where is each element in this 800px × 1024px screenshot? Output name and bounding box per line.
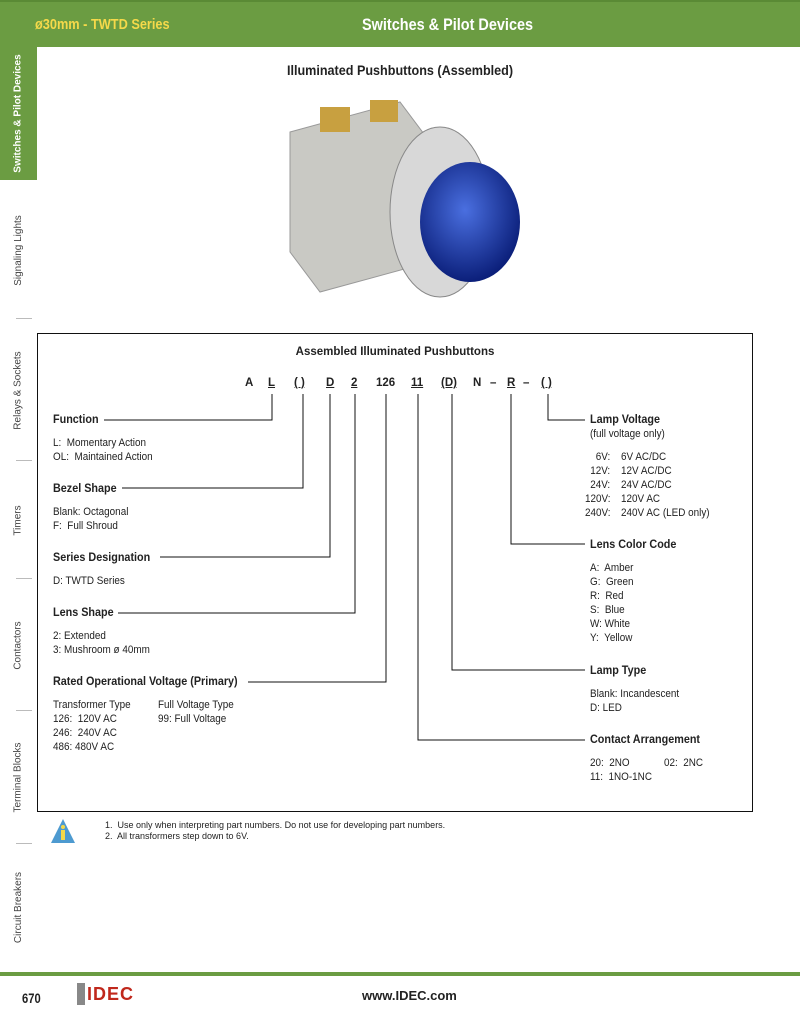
section-title: Switches & Pilot Devices [362, 15, 534, 34]
series-options: D: TWTD Series [53, 575, 125, 587]
footnotes: 1. Use only when interpreting part numbe… [105, 820, 446, 841]
page-title: Illuminated Pushbuttons (Assembled) [286, 62, 514, 78]
divider [16, 318, 32, 319]
code-lens-shape: 2 [351, 377, 358, 389]
contact-options-2: 02: 2NC [664, 757, 704, 769]
logo-text: IDEC [87, 983, 135, 1004]
contact-options-1: 20: 2NO 11: 1NO-1NC [590, 757, 652, 783]
page-number: 670 [22, 990, 41, 1006]
code-n: N [473, 377, 482, 389]
code-a: A [245, 377, 254, 389]
voltage-transformer: Transformer Type 126: 120V AC 246: 240V … [53, 699, 131, 753]
part-number-diagram [37, 333, 753, 812]
lamp-voltage-label: Lamp Voltage [590, 412, 661, 426]
lamp-voltage-sub: (full voltage only) [590, 428, 665, 440]
bezel-options: Blank: Octagonal F: Full Shroud [53, 506, 129, 532]
info-icon [51, 819, 75, 843]
divider [16, 460, 32, 461]
lamp-type-label: Lamp Type [590, 663, 647, 677]
code-voltage: 126 [376, 377, 396, 389]
footer-rule [0, 972, 800, 976]
lamp-voltage-values: 6V AC/DC 12V AC/DC 24V AC/DC 120V AC 240… [621, 451, 710, 519]
function-options: L: Momentary Action OL: Maintained Actio… [53, 437, 153, 463]
code-dash: – [523, 377, 530, 389]
code-bezel: ( ) [294, 377, 305, 389]
voltage-full: Full Voltage Type 99: Full Voltage [158, 699, 234, 725]
lens-color-options: A: Amber G: Green R: Red S: Blue W: Whit… [590, 562, 634, 644]
idec-logo: IDEC [77, 983, 134, 1005]
contact-label: Contact Arrangement [590, 732, 701, 746]
lamp-type-options: Blank: Incandescent D: LED [590, 688, 680, 714]
code-series: D [326, 377, 335, 389]
function-label: Function [53, 412, 99, 426]
divider [16, 710, 32, 711]
lens-shape-label: Lens Shape [53, 605, 114, 619]
lens-shape-options: 2: Extended 3: Mushroom ø 40mm [53, 630, 150, 656]
header-bar [0, 0, 800, 47]
series-label: Series Designation [53, 550, 151, 564]
code-dash: – [490, 377, 497, 389]
code-contact: 11 [411, 377, 424, 389]
series-title: ø30mm - TWTD Series [35, 16, 170, 33]
lamp-voltage-keys: 6V: 12V: 24V: 120V: 240V: [585, 451, 611, 519]
code-function: L [268, 377, 276, 389]
website-link[interactable]: www.IDEC.com [362, 988, 457, 1003]
diagram-title: Assembled Illuminated Pushbuttons [295, 346, 495, 358]
sidebar-active-tab [0, 47, 37, 180]
divider [16, 578, 32, 579]
code-lamp-type: (D) [441, 377, 457, 389]
code-lens-color: R [507, 377, 516, 389]
lens-color-label: Lens Color Code [590, 537, 677, 551]
bezel-label: Bezel Shape [53, 481, 117, 495]
code-lamp-voltage: ( ) [541, 377, 552, 389]
divider [16, 843, 32, 844]
pushbutton-photo [289, 100, 520, 298]
voltage-label: Rated Operational Voltage (Primary) [53, 674, 238, 688]
